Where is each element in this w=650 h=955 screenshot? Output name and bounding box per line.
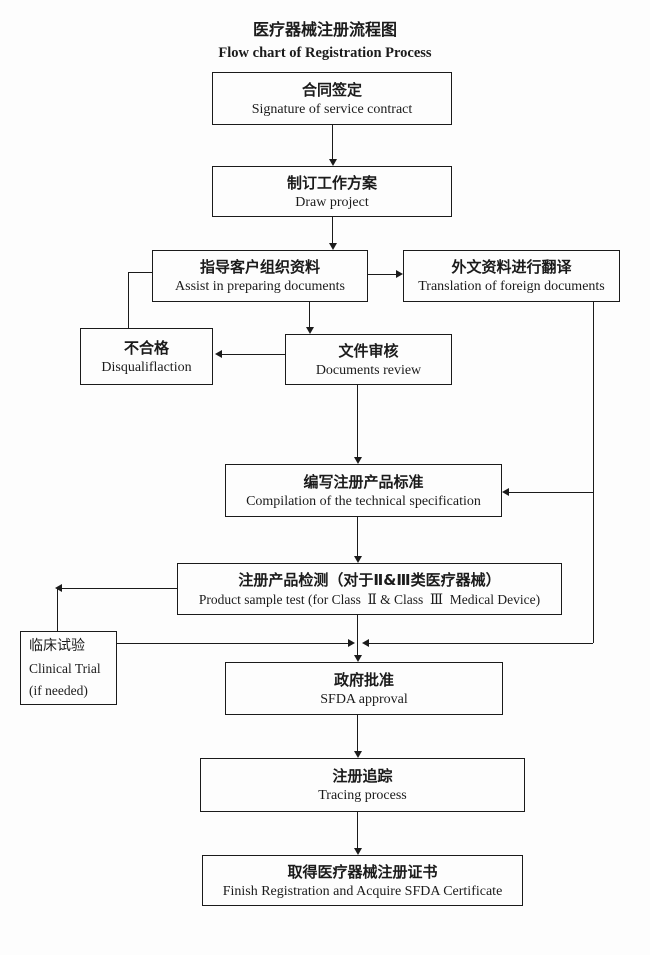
- node-contract: 合同签定 Signature of service contract: [212, 72, 452, 125]
- node-compilation-label-en: Compilation of the technical specificati…: [246, 493, 481, 509]
- edge-review-compilation-line: [357, 385, 358, 457]
- node-disqualification: 不合格 Disqualiflaction: [80, 328, 213, 385]
- node-compilation-label-cn: 编写注册产品标准: [303, 472, 424, 491]
- edge-approval-tracing-line: [357, 715, 358, 751]
- node-approval-label-cn: 政府批准: [333, 670, 394, 689]
- edge-sampletest-approval-line: [357, 615, 358, 655]
- node-tracing-label-en: Tracing process: [318, 788, 407, 803]
- node-plan: 制订工作方案 Draw project: [212, 166, 452, 217]
- edge-sampletest-clinical-line-h: [62, 588, 177, 589]
- edge-contract-plan-arrowhead: [329, 159, 337, 166]
- page-title-en: Flow chart of Registration Process: [218, 45, 432, 61]
- edge-sampletest-approval-arrowhead: [354, 655, 362, 662]
- page-title-cn: 医疗器械注册流程图: [252, 20, 397, 39]
- node-assist-label-cn: 指导客户组织资料: [199, 258, 320, 276]
- edge-assist-translation-arrowhead: [396, 270, 403, 278]
- edge-translation-drop-line: [593, 302, 594, 643]
- edge-contract-plan-line: [332, 125, 333, 159]
- node-certificate: 取得医疗器械注册证书 Finish Registration and Acqui…: [202, 855, 523, 906]
- node-clinical-trial-label-en1: Clinical Trial: [29, 661, 101, 676]
- edge-translation-approval-line: [369, 643, 593, 644]
- node-sample-test: 注册产品检测（对于Ⅱ&Ⅲ类医疗器械） Product sample test (…: [177, 563, 562, 615]
- edge-translation-compilation-arrowhead: [502, 488, 509, 496]
- edge-sampletest-clinical-line-v: [57, 588, 58, 631]
- edge-tracing-certificate-arrowhead: [354, 848, 362, 855]
- node-disqualification-label-cn: 不合格: [123, 338, 169, 357]
- node-tracing: 注册追踪 Tracing process: [200, 758, 525, 812]
- edge-plan-assist-arrowhead: [329, 243, 337, 250]
- node-sample-test-label-cn: 注册产品检测（对于Ⅱ&Ⅲ类医疗器械）: [238, 571, 501, 589]
- node-translation: 外文资料进行翻译 Translation of foreign document…: [403, 250, 620, 302]
- node-disqualification-label-en: Disqualiflaction: [101, 359, 192, 375]
- edge-assist-review-line: [309, 302, 310, 327]
- node-clinical-trial-label-en2: (if needed): [29, 683, 88, 698]
- edge-review-disqualification-line: [222, 354, 285, 355]
- node-translation-label-en: Translation of foreign documents: [418, 279, 605, 294]
- node-review: 文件审核 Documents review: [285, 334, 452, 385]
- edge-disqualification-assist-line-v: [128, 272, 129, 328]
- node-compilation: 编写注册产品标准 Compilation of the technical sp…: [225, 464, 502, 517]
- node-plan-label-en: Draw project: [295, 194, 369, 210]
- edge-tracing-certificate-line: [357, 812, 358, 848]
- node-translation-label-cn: 外文资料进行翻译: [451, 258, 572, 276]
- edge-review-compilation-arrowhead: [354, 457, 362, 464]
- edge-approval-tracing-arrowhead: [354, 751, 362, 758]
- edge-compilation-sampletest-arrowhead: [354, 556, 362, 563]
- node-review-label-en: Documents review: [315, 362, 422, 378]
- node-approval: 政府批准 SFDA approval: [225, 662, 503, 715]
- node-assist: 指导客户组织资料 Assist in preparing documents: [152, 250, 368, 302]
- edge-translation-compilation-line: [509, 492, 593, 493]
- node-clinical-trial-label-cn: 临床试验: [29, 638, 85, 654]
- edge-compilation-sampletest-line: [357, 517, 358, 556]
- node-contract-label-en: Signature of service contract: [251, 101, 413, 117]
- node-sample-test-label-en: Product sample test (for Class Ⅱ & Class…: [198, 592, 541, 607]
- edge-assist-translation-line: [368, 274, 396, 275]
- node-review-label-cn: 文件审核: [338, 341, 399, 360]
- edge-disqualification-assist-line-h: [128, 272, 153, 273]
- edge-assist-review-arrowhead: [306, 327, 314, 334]
- edge-translation-approval-arrowhead: [362, 639, 369, 647]
- node-approval-label-en: SFDA approval: [320, 691, 408, 707]
- node-certificate-label-cn: 取得医疗器械注册证书: [287, 862, 438, 881]
- node-assist-label-en: Assist in preparing documents: [175, 279, 345, 294]
- node-clinical-trial: 临床试验 Clinical Trial (if needed): [20, 631, 117, 705]
- node-plan-label-cn: 制订工作方案: [286, 173, 377, 192]
- node-tracing-label-cn: 注册追踪: [332, 767, 393, 785]
- edge-review-disqualification-arrowhead: [215, 350, 222, 358]
- edge-sampletest-clinical-arrowhead: [55, 584, 62, 592]
- node-certificate-label-en: Finish Registration and Acquire SFDA Cer…: [222, 883, 503, 899]
- edge-clinical-approval-arrowhead: [348, 639, 355, 647]
- edge-plan-assist-line: [332, 217, 333, 243]
- edge-clinical-approval-line: [117, 643, 348, 644]
- node-contract-label-cn: 合同签定: [301, 80, 362, 99]
